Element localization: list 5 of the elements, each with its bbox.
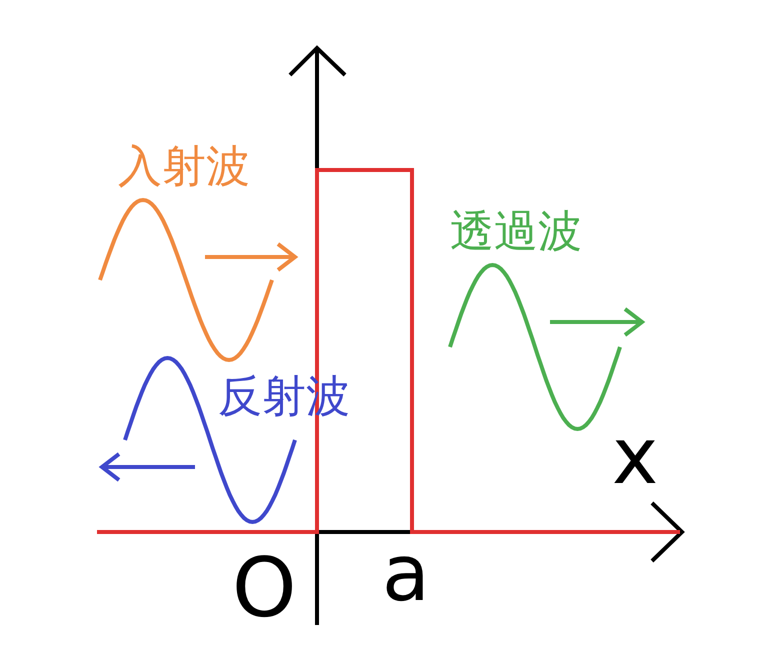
wave-label: 入射波 [118,145,250,189]
width-label: a [382,535,430,613]
axis-label: x [612,418,658,496]
wave-label: 透過波 [450,210,582,254]
origin-label: O [232,548,297,630]
